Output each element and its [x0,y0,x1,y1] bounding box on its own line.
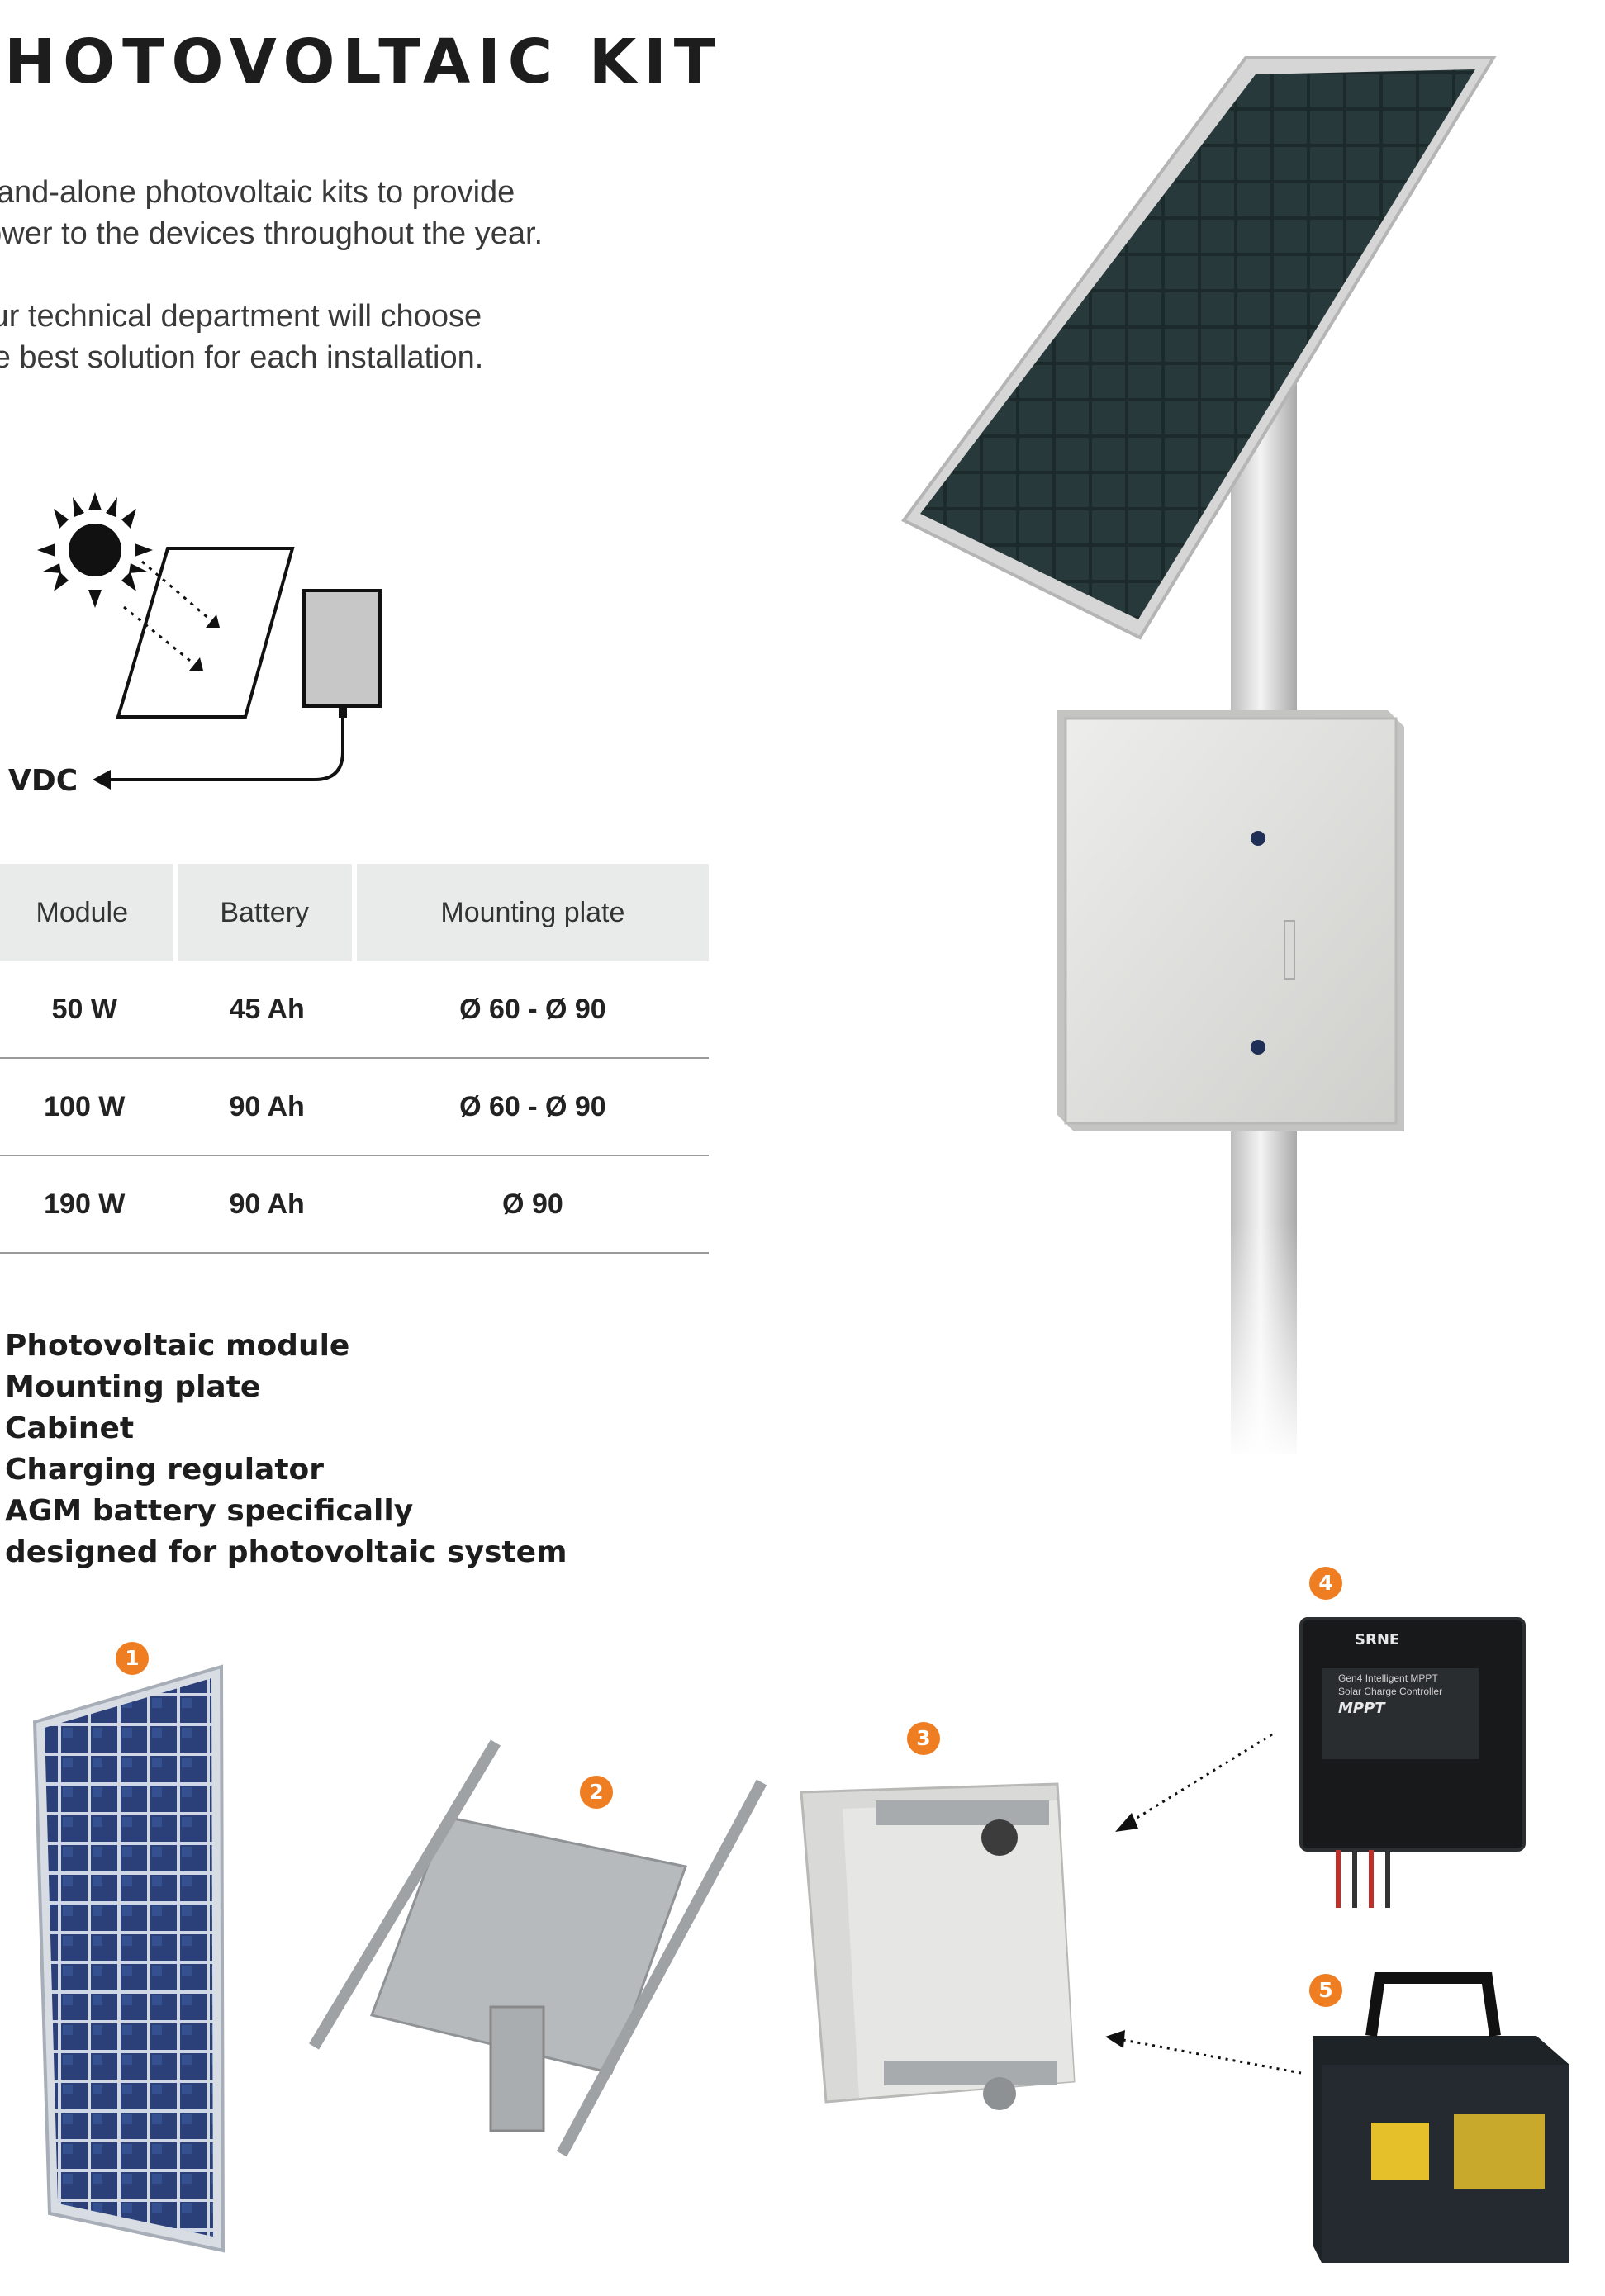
cell-module: 190 W [0,1156,178,1254]
cabinet-image [1057,710,1404,1131]
cell-battery: 90 Ah [177,1059,357,1156]
header-mounting-plate: Mounting plate [356,864,709,961]
badge-2: 2 [580,1776,613,1809]
badge-1: 1 [116,1642,149,1675]
badge-3: 3 [907,1722,940,1755]
note-line: Our technical department will choose [0,299,482,334]
list-item: Cabinet [5,1411,135,1445]
list-item: Mounting plate [5,1370,261,1404]
photovoltaic-module-image [32,1664,226,2253]
table-row: 50 W 45 Ah Ø 60 - Ø 90 [0,961,709,1059]
page-title: PHOTOVOLTAIC KIT [0,26,724,97]
cell-module: 50 W [0,961,178,1059]
agm-battery-image [1313,1972,1569,2263]
cabinet-back-image [800,1782,1076,2110]
cell-battery: 90 Ah [177,1156,357,1254]
mounting-plate-image [308,1739,767,2157]
list-item: AGM battery specifically [5,1494,414,1528]
regulator-line1: Gen4 Intelligent MPPT [1338,1672,1438,1684]
intro-line: Stand-alone photovoltaic kits to provide [0,175,515,210]
pole-assembly-image [900,56,1497,1462]
header-battery: Battery [177,864,357,961]
arrow-battery-to-cabinet [1105,2030,1302,2075]
cell-mounting-plate: Ø 90 [356,1156,709,1254]
cell-mounting-plate: Ø 60 - Ø 90 [356,961,709,1059]
badge-5: 5 [1309,1974,1342,2007]
spec-table: Module Battery Mounting plate 50 W 45 Ah… [0,864,709,1254]
note-line: the best solution for each installation. [0,340,484,375]
cell-mounting-plate: Ø 60 - Ø 90 [356,1059,709,1156]
badge-4: 4 [1309,1567,1342,1600]
panel-outline-icon [116,547,295,719]
regulator-brand: SRNE [1355,1631,1400,1648]
table-header-row: Module Battery Mounting plate [0,864,709,961]
arrow-regulator-to-cabinet [1115,1733,1273,1832]
note-paragraph: Our technical department will choose the… [0,296,483,378]
list-item: Photovoltaic module [5,1329,350,1363]
intro-paragraph: Stand-alone photovoltaic kits to provide… [0,172,543,254]
cell-battery: 45 Ah [177,961,357,1059]
intro-line: power to the devices throughout the year… [0,216,544,251]
cell-module: 100 W [0,1059,178,1156]
sun-icon [37,492,153,608]
header-module: Module [0,864,178,961]
component-list: Photovoltaic module Mounting plate Cabin… [5,1326,567,1573]
regulator-line2: Solar Charge Controller [1338,1686,1443,1697]
regulator-mppt: MPPT [1338,1700,1385,1717]
charging-regulator-image [1299,1617,1526,1908]
regulator-box-icon [93,589,382,790]
list-item: designed for photovoltaic system [5,1535,567,1569]
vdc-label: VDC [8,764,78,798]
list-item: Charging regulator [5,1453,325,1487]
table-row: 100 W 90 Ah Ø 60 - Ø 90 [0,1059,709,1156]
table-row: 190 W 90 Ah Ø 90 [0,1156,709,1254]
pv-schematic-diagram [37,492,382,790]
